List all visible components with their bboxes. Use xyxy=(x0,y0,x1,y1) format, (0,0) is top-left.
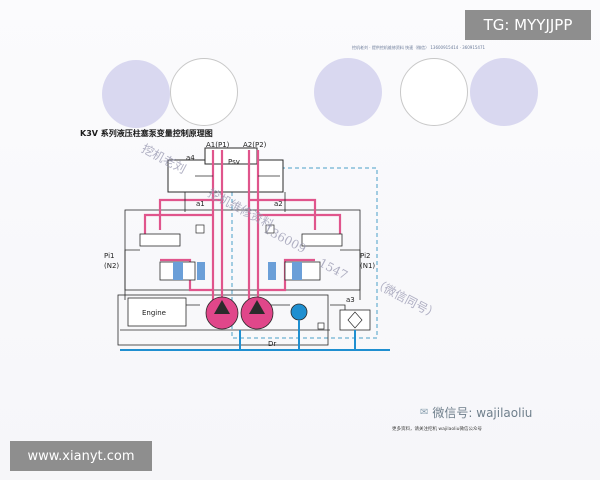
pilot-valve-right xyxy=(268,233,343,281)
top-watermark-badge: TG: MYYJJPP xyxy=(465,10,591,40)
label-a1: a1 xyxy=(196,200,205,208)
wechat-id-text: 微信号: wajilaoliu xyxy=(432,406,533,420)
label-n2: (N2) xyxy=(104,262,119,270)
check-valves xyxy=(195,224,325,330)
engine-box xyxy=(127,297,187,327)
decorative-circle-4 xyxy=(400,58,468,126)
label-dr: Dr xyxy=(268,340,276,348)
label-n1: (N1) xyxy=(360,262,375,270)
wechat-icon: ✉ xyxy=(420,407,429,418)
wechat-id: ✉ 微信号: wajilaoliu xyxy=(420,404,532,421)
label-engine: Engine xyxy=(142,309,166,317)
pressure-lines xyxy=(143,150,342,310)
main-pump-right xyxy=(240,296,274,330)
decorative-circle-2 xyxy=(170,58,238,126)
label-a2: a2 xyxy=(274,200,283,208)
bottom-watermark-badge: www.xianyt.com xyxy=(10,441,152,471)
footer-note: 更多资料，请关注挖机 wajilaoliu微信公众号 xyxy=(392,427,482,432)
label-pi2: Pi2 xyxy=(360,252,370,260)
decorative-circle-1 xyxy=(102,60,170,128)
label-pi1: Pi1 xyxy=(104,252,114,260)
label-psv: Psv xyxy=(228,158,240,166)
pilot-pump xyxy=(290,303,308,321)
header-note: 挖机老刘 · 提供挖机维修资料 快速（微信） 13600915414 · 360… xyxy=(352,45,486,50)
label-a3: a3 xyxy=(346,296,355,304)
pilot-valve-left xyxy=(139,233,205,281)
label-a1p1: A1(P1) xyxy=(206,141,230,149)
decorative-circle-5 xyxy=(470,58,538,126)
main-pump-left xyxy=(205,296,239,330)
label-a4: a4 xyxy=(186,154,195,162)
dashed-boundary xyxy=(231,167,378,339)
decorative-circle-3 xyxy=(314,58,382,126)
relief-valve xyxy=(339,309,371,331)
tank-lines xyxy=(120,320,390,351)
diagram-title: K3V 系列液压柱塞泵变量控制原理图 xyxy=(80,129,213,138)
label-a2p2: A2(P2) xyxy=(243,141,267,149)
